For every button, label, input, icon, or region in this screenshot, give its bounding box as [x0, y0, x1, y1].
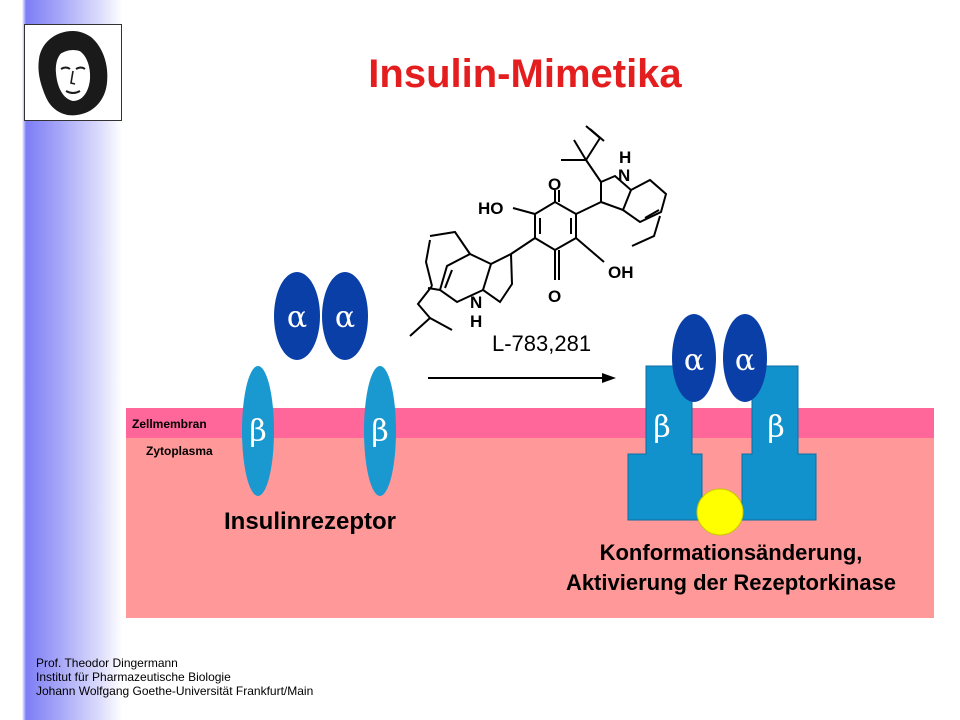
footer-line: Johann Wolfgang Goethe-Universität Frank…	[36, 684, 314, 698]
atom-label: N	[618, 166, 630, 185]
atom-label: H	[619, 148, 631, 167]
compound-name: L-783,281	[492, 331, 592, 356]
alpha-subunit	[274, 272, 320, 360]
beta-block	[741, 365, 817, 521]
beta-label: β	[371, 414, 388, 449]
university-logo	[24, 24, 122, 121]
arrow-head-icon	[602, 373, 616, 383]
alpha-subunit	[723, 314, 767, 402]
membrane-label: Zellmembran	[132, 417, 207, 431]
activation-caption-line1: Konformationsänderung,	[599, 540, 863, 565]
beta-label: β	[249, 414, 266, 449]
activated-receptor: β β α α	[627, 314, 817, 536]
atom-label: OH	[608, 263, 634, 282]
atom-labels: HO O O OH H N N H	[470, 148, 634, 331]
alpha-subunit	[322, 272, 368, 360]
beta-subunit	[364, 366, 396, 496]
alpha-label: α	[287, 300, 307, 335]
alpha-label: α	[735, 343, 755, 378]
beta-subunit	[242, 366, 274, 496]
alpha-label: α	[684, 343, 704, 378]
receptor-caption: Insulinrezeptor	[224, 508, 397, 535]
goethe-portrait-icon	[38, 31, 108, 116]
atom-label: N	[470, 293, 482, 312]
ligand-dot	[696, 488, 744, 536]
cytoplasm-label: Zytoplasma	[146, 444, 213, 458]
activation-caption: Konformationsänderung, Aktivierung der R…	[526, 538, 936, 598]
footer-credits: Prof. Theodor Dingermann Institut für Ph…	[36, 656, 313, 698]
alpha-subunit	[672, 314, 716, 402]
beta-label: β	[767, 410, 784, 445]
alpha-label: α	[335, 300, 355, 335]
atom-label: O	[548, 175, 561, 194]
atom-label: HO	[478, 199, 504, 218]
atom-label: O	[548, 287, 561, 306]
atom-label: H	[470, 312, 482, 331]
footer-line: Institut für Pharmazeutische Biologie	[36, 670, 231, 684]
beta-label: β	[653, 410, 670, 445]
page-title: Insulin-Mimetika	[368, 52, 682, 96]
footer-line: Prof. Theodor Dingermann	[36, 656, 178, 670]
chemical-structure	[409, 125, 668, 337]
activation-caption-line2: Aktivierung der Rezeptorkinase	[565, 570, 897, 595]
